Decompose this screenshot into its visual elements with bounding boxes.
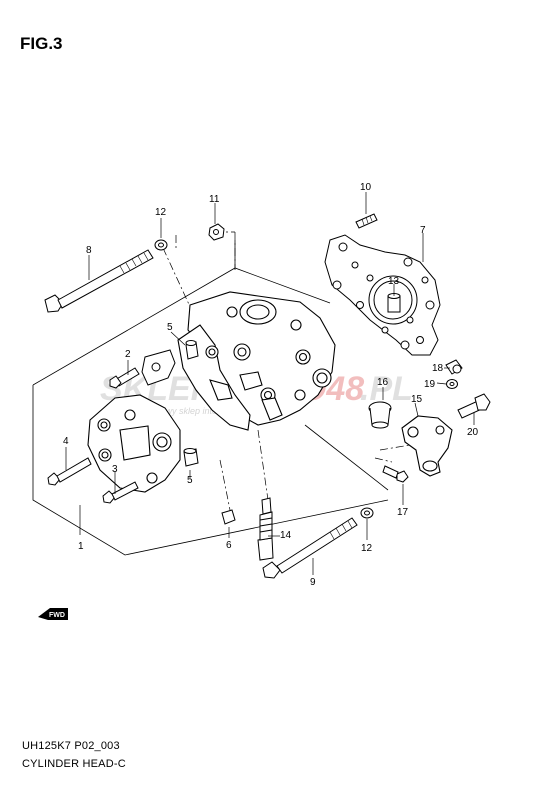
part-18-bolt: [445, 359, 463, 375]
part-6-sleeve: [221, 509, 236, 525]
callout-11: 11: [209, 194, 220, 205]
watermark-tagline: motocyklowy sklep internetowy: [125, 406, 249, 416]
part-4-bolt: [47, 457, 92, 486]
diagram-code: UH125K7 P02_003: [22, 740, 120, 752]
part-5-dowel-upper: [185, 340, 199, 360]
part-1-cylinder-head: [177, 291, 336, 431]
callout-1: 1: [78, 541, 84, 552]
part-11-nut: [208, 223, 225, 241]
callout-17: 17: [397, 507, 409, 518]
callout-14: 14: [280, 530, 292, 541]
callout-5b: 5: [187, 475, 193, 486]
callout-7: 7: [420, 225, 426, 236]
callout-15: 15: [411, 394, 423, 405]
cam-holder-large: [87, 394, 181, 493]
figure-label: FIG.3: [20, 34, 63, 53]
watermark-brand-suffix: .PL: [360, 370, 413, 408]
part-20-temp-sensor: [457, 393, 491, 419]
part-10-stud: [355, 213, 378, 229]
callout-2: 2: [125, 349, 131, 360]
part-16-thermostat: [368, 401, 392, 429]
diagram-name: CYLINDER HEAD-C: [22, 758, 126, 770]
callout-3: 3: [112, 464, 118, 475]
callout-10: 10: [360, 182, 372, 193]
fwd-arrow-label: FWD: [49, 612, 65, 619]
callout-19: 19: [424, 379, 436, 390]
part-12-washer-lower: [360, 507, 374, 519]
part-9-bolt: [262, 517, 358, 579]
part-3-bolt: [102, 481, 139, 504]
callout-6: 6: [226, 540, 232, 551]
part-2-bolt: [109, 367, 140, 389]
part-14-spark-plug: [257, 497, 274, 561]
callout-12a: 12: [155, 207, 167, 218]
callout-9: 9: [310, 577, 316, 588]
part-5-dowel-lower: [183, 448, 199, 467]
callout-labels: 1 2 3 4 5 5 6 7 8 9 10 11 12 12 13 14 15…: [63, 182, 479, 588]
fwd-arrow-icon: FWD: [38, 608, 68, 620]
callout-8: 8: [86, 245, 92, 256]
leader-lines: [65, 192, 475, 575]
cam-holder-small: [141, 349, 176, 386]
callout-13: 13: [388, 276, 400, 287]
part-8-bolt: [44, 249, 154, 313]
callout-16: 16: [377, 377, 389, 388]
part-17-bolt: [382, 465, 409, 483]
callout-20: 20: [467, 427, 479, 438]
part-13-dowel: [387, 293, 401, 313]
part-19-washer: [446, 379, 458, 389]
part-15-thermostat-case: [401, 415, 453, 477]
callout-12b: 12: [361, 543, 373, 554]
part-12-washer-upper: [154, 239, 168, 251]
callout-5a: 5: [167, 322, 173, 333]
callout-4: 4: [63, 436, 69, 447]
callout-18: 18: [432, 363, 444, 374]
